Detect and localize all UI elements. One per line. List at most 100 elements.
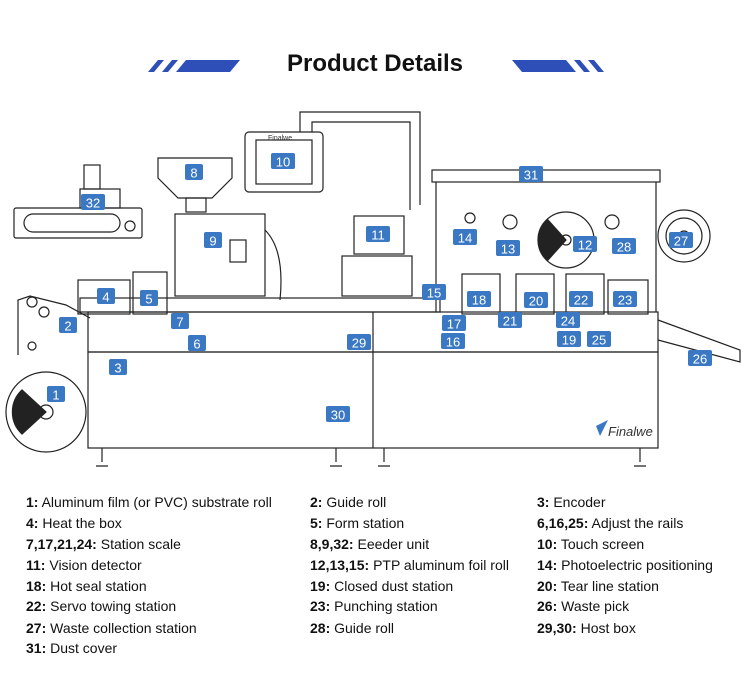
legend-item: 19: Closed dust station <box>310 578 454 594</box>
callout-badge-23: 23 <box>613 291 637 308</box>
legend-item: 5: Form station <box>310 515 405 531</box>
legend-item: 22: Servo towing station <box>26 598 177 614</box>
callout-badge-number: 1 <box>52 388 59 403</box>
callout-badge-24: 24 <box>556 312 580 329</box>
callout-badge-21: 21 <box>498 312 522 329</box>
callout-badge-box <box>47 386 65 402</box>
callout-badge-19: 19 <box>557 331 581 348</box>
callout-badge-box <box>569 291 593 307</box>
callout-badge-8: 8 <box>185 164 203 181</box>
callout-badge-box <box>688 350 712 366</box>
callout-badge-number: 29 <box>352 336 366 351</box>
callout-badge-10: 10 <box>271 153 295 170</box>
legend-item: 26: Waste pick <box>537 598 630 614</box>
callout-badge-box <box>347 334 371 350</box>
callout-badge-number: 7 <box>176 315 183 330</box>
legend-item: 6,16,25: Adjust the rails <box>537 515 684 531</box>
callout-badge-9: 9 <box>204 232 222 249</box>
callout-badge-box <box>188 335 206 351</box>
callout-badge-box <box>498 312 522 328</box>
legend-item: 11: Vision detector <box>26 557 142 573</box>
callout-badge-number: 5 <box>145 292 152 307</box>
callout-badge-20: 20 <box>524 292 548 309</box>
legend-item: 20: Tear line station <box>537 578 659 594</box>
legend-item: 2: Guide roll <box>310 494 387 510</box>
legend-item: 28: Guide roll <box>310 620 395 636</box>
callout-badge-13: 13 <box>496 240 520 257</box>
callout-badge-number: 27 <box>674 234 688 249</box>
callout-badge-box <box>109 359 127 375</box>
title-stripes-right <box>512 60 604 72</box>
callout-badge-box <box>669 232 693 248</box>
callout-badge-box <box>524 292 548 308</box>
screen-brand-label: Finalwe <box>268 135 292 142</box>
callout-badge-14: 14 <box>453 229 477 246</box>
callout-badge-box <box>441 333 465 349</box>
callout-badge-number: 3 <box>114 361 121 376</box>
callout-badge-6: 6 <box>188 335 206 352</box>
callout-badge-22: 22 <box>569 291 593 308</box>
callout-badge-29: 29 <box>347 334 371 351</box>
legend-item: 12,13,15: PTP aluminum foil roll <box>310 557 509 573</box>
legend-item: 31: Dust cover <box>26 640 118 656</box>
callout-badge-box <box>140 290 158 306</box>
callout-badge-box <box>442 315 466 331</box>
callout-badge-number: 32 <box>86 196 100 211</box>
callout-badge-box <box>271 153 295 169</box>
callout-badge-box <box>573 236 597 252</box>
callout-badge-box <box>97 288 115 304</box>
callout-badge-number: 12 <box>578 238 592 253</box>
callout-badge-5: 5 <box>140 290 158 307</box>
callout-badge-number: 10 <box>276 155 290 170</box>
legend-item: 7,17,21,24: Station scale <box>26 536 181 552</box>
callout-badge-25: 25 <box>587 331 611 348</box>
callout-badge-box <box>519 166 543 182</box>
callout-badge-number: 23 <box>618 293 632 308</box>
brand-logo: Finalwe <box>596 420 653 439</box>
callout-badge-box <box>185 164 203 180</box>
legend-item: 1: Aluminum film (or PVC) substrate roll <box>26 494 272 510</box>
legend-item: 8,9,32: Eeeder unit <box>310 536 430 552</box>
page-title: Product Details <box>286 50 464 77</box>
machine-outline <box>5 111 741 467</box>
callout-badge-number: 11 <box>371 228 385 243</box>
callout-badge-box <box>557 331 581 347</box>
callout-badge-number: 13 <box>501 242 515 257</box>
callout-badge-number: 2 <box>64 319 71 334</box>
callout-badge-27: 27 <box>669 232 693 249</box>
callout-badge-number: 6 <box>193 337 200 352</box>
callout-badge-box <box>171 313 189 329</box>
callout-badge-32: 32 <box>81 194 105 211</box>
callout-badge-box <box>496 240 520 256</box>
callout-badge-number: 30 <box>331 408 345 423</box>
callout-badge-number: 9 <box>209 234 216 249</box>
callout-badge-number: 15 <box>427 286 441 301</box>
callout-badge-26: 26 <box>688 350 712 367</box>
callout-badge-number: 24 <box>561 314 575 329</box>
legend-item: 23: Punching station <box>310 598 438 614</box>
callout-badge-4: 4 <box>97 288 115 305</box>
callout-badge-31: 31 <box>519 166 543 183</box>
callout-badge-number: 21 <box>503 314 517 329</box>
callout-badge-16: 16 <box>441 333 465 350</box>
legend-item: 27: Waste collection station <box>26 620 197 636</box>
callout-badge-number: 14 <box>458 231 472 246</box>
callout-badge-box <box>612 238 636 254</box>
callout-badge-box <box>326 406 350 422</box>
callout-badge-box <box>556 312 580 328</box>
legend-item: 29,30: Host box <box>537 620 636 636</box>
callout-badge-number: 20 <box>529 294 543 309</box>
callout-badge-box <box>587 331 611 347</box>
legend-item: 3: Encoder <box>537 494 606 510</box>
title-stripes-left <box>148 60 240 72</box>
callout-badge-number: 25 <box>592 333 606 348</box>
brand-logo-text: Finalwe <box>608 424 653 439</box>
callout-badge-box <box>366 226 390 242</box>
callout-badge-15: 15 <box>422 284 446 301</box>
callout-badge-number: 8 <box>190 166 197 181</box>
callout-badge-11: 11 <box>366 226 390 243</box>
legend-item: 18: Hot seal station <box>26 578 147 594</box>
callout-badge-box <box>422 284 446 300</box>
callout-badge-17: 17 <box>442 315 466 332</box>
